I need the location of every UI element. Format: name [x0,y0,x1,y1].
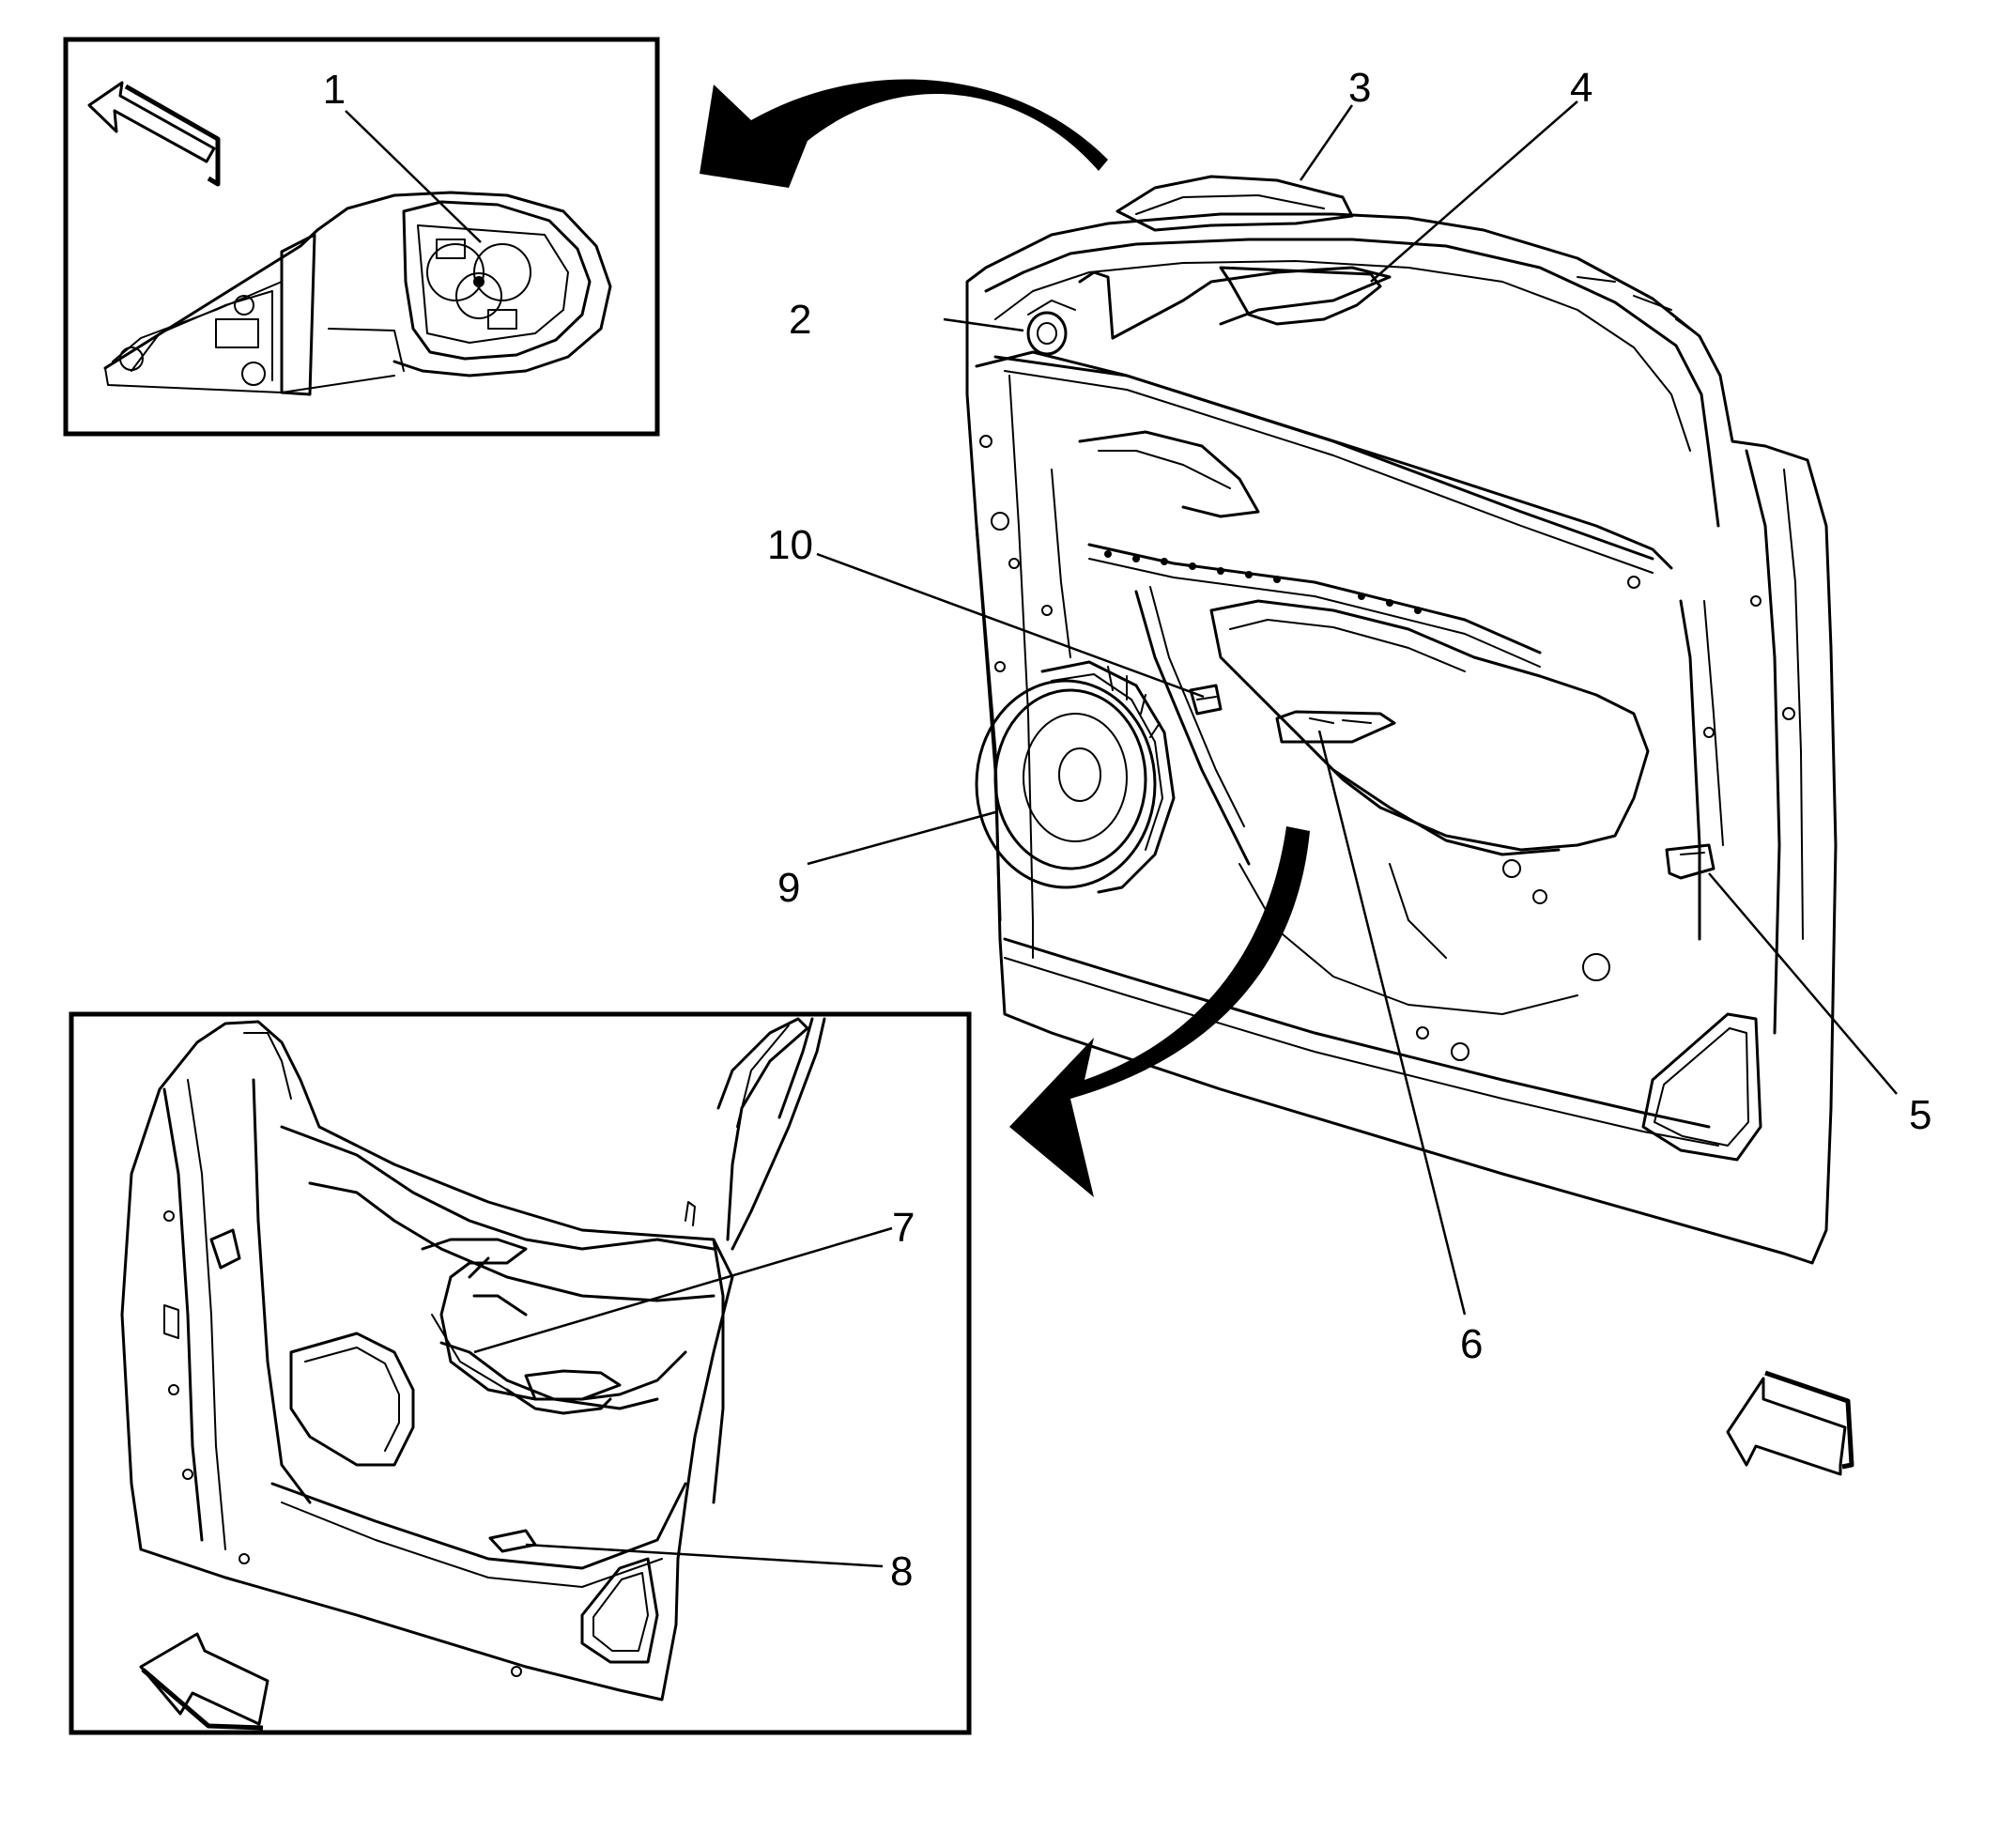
callout-7: 7 [892,1205,915,1251]
curved-transition-arrow-icon-2 [1009,826,1310,1197]
callout-1: 1 [323,67,346,113]
door-trim-drawing [120,1017,826,1702]
callout-6: 6 [1460,1321,1483,1367]
view-direction-arrow-icon-2 [139,1632,269,1731]
door-assembly-drawing [965,175,1838,1265]
inset-mirror-panel: 1 [63,37,660,437]
callout-2: 2 [789,297,811,343]
inset-door-trim-panel: 7 8 [69,1011,972,1735]
view-direction-arrow-icon-3 [1726,1370,1854,1476]
callout-9: 9 [777,865,800,911]
speaker-drawing [975,660,1176,894]
callout-4: 4 [1570,65,1592,111]
outside-mirror-drawing [103,191,612,396]
view-direction-arrow-icon [87,81,221,187]
callout-3: 3 [1348,65,1371,111]
curved-transition-arrow-icon [700,79,1108,188]
callout-10: 10 [767,522,813,568]
callout-5: 5 [1909,1092,1931,1138]
callout-8: 8 [890,1548,913,1594]
